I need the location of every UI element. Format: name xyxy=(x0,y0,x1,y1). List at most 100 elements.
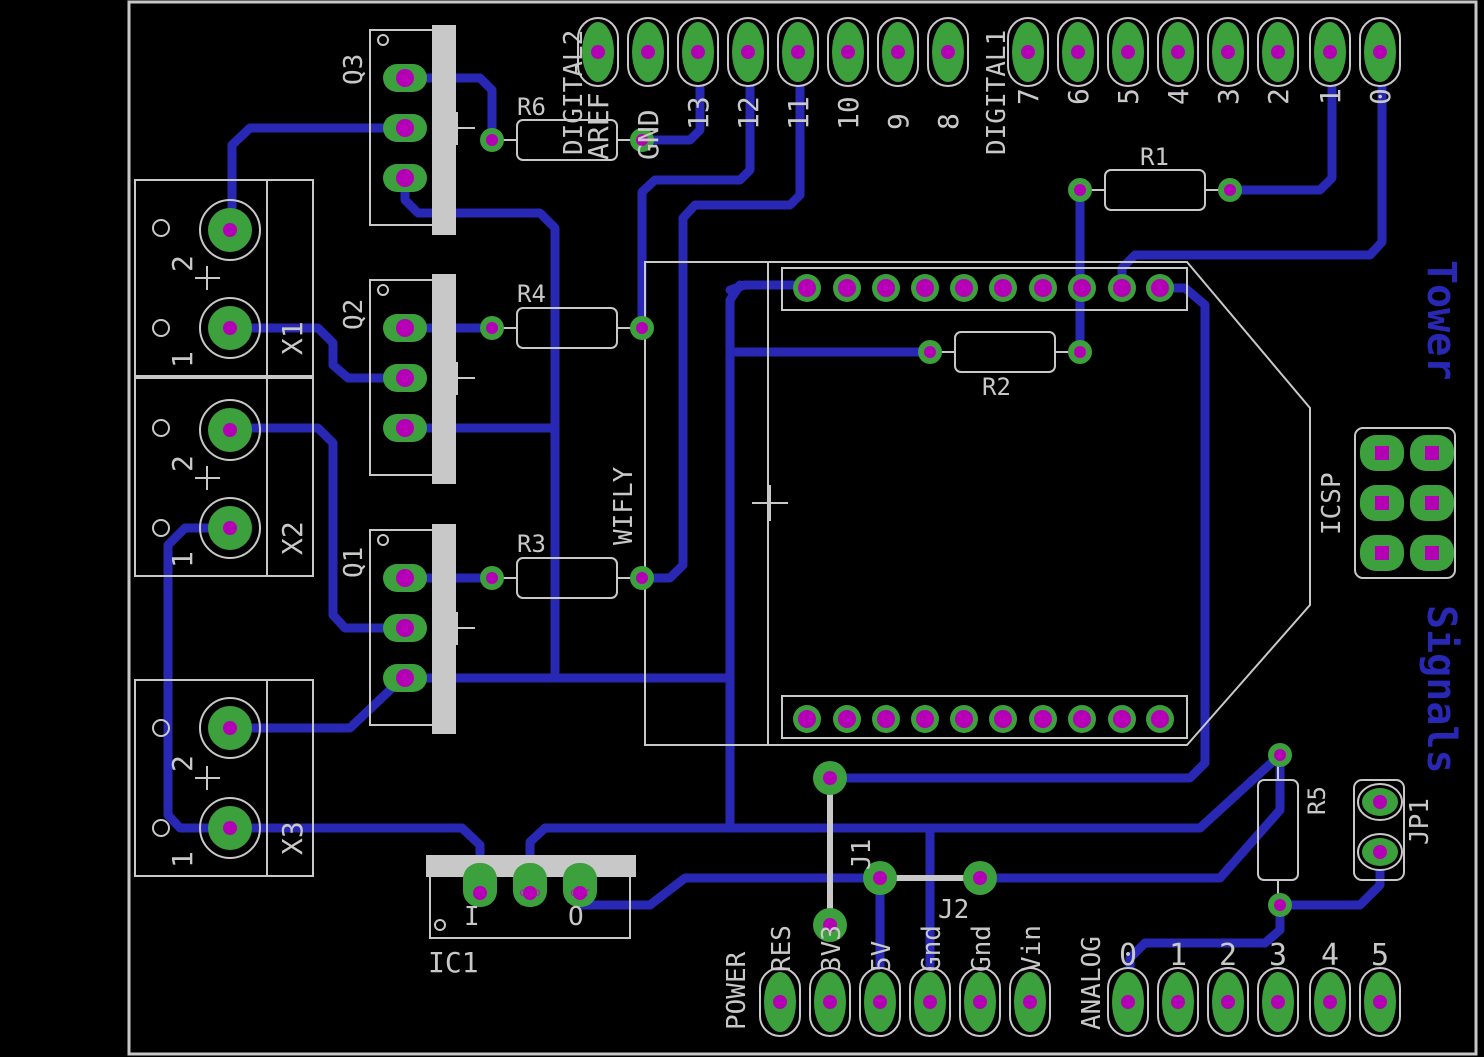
digital1-pin-label: 2 xyxy=(1262,88,1295,105)
transistor-pin-text: S xyxy=(402,175,408,185)
analog-label: ANALOG xyxy=(1077,936,1107,1030)
x2-label: X2 xyxy=(276,521,309,555)
transistor-pad: S xyxy=(383,164,427,192)
icsp-pad xyxy=(1410,535,1454,571)
wifly-bottom-pad: 12 xyxy=(833,705,861,733)
j1-label: J1 xyxy=(847,839,877,870)
wifly-top-pad: 6 xyxy=(950,274,978,302)
resistor-pad xyxy=(630,128,654,152)
digital1-pin xyxy=(1107,17,1149,87)
power-pin xyxy=(959,967,1001,1037)
digital2-pin-label: AREF xyxy=(582,93,615,160)
jumper-pad xyxy=(863,861,897,895)
transistor-pad: D xyxy=(383,364,427,392)
power-pin-label: Vin xyxy=(1017,925,1047,972)
power-label: POWER xyxy=(722,951,752,1030)
x2-pin1-label: 1 xyxy=(166,551,199,568)
transistor-pin-text: S xyxy=(402,425,408,435)
wifly-bottom-pad-text: 15 xyxy=(958,715,969,725)
wifly-bottom-pad: 18 xyxy=(1068,705,1096,733)
digital2-pin xyxy=(677,17,719,87)
wifly-top-pad: 4 xyxy=(1029,274,1057,302)
digital2-pin-label: 9 xyxy=(882,113,915,130)
analog-pin-label: 4 xyxy=(1321,938,1339,973)
analog-header xyxy=(1107,967,1401,1037)
resistor-pad xyxy=(480,128,504,152)
wifly-bottom-pad: 17 xyxy=(1029,705,1057,733)
digital2-pin xyxy=(927,17,969,87)
power-pin xyxy=(859,967,901,1037)
analog-pin-label: 5 xyxy=(1371,938,1389,973)
transistor-pin-text: D xyxy=(402,375,409,385)
transistor-pad: G xyxy=(383,314,427,342)
digital1-pin xyxy=(1057,17,1099,87)
transistor-pad: S xyxy=(383,664,427,692)
analog-pin xyxy=(1359,967,1401,1037)
wifly-top-pad: 2 xyxy=(1108,274,1136,302)
transistor-pin-text: D xyxy=(402,125,409,135)
r1-label: R1 xyxy=(1140,143,1169,171)
r6-label: R6 xyxy=(517,93,546,121)
icsp-pad xyxy=(1410,485,1454,521)
traces xyxy=(163,47,1387,1007)
wifly-bottom-pad: 13 xyxy=(872,705,900,733)
wifly-top-pad-text: 2 xyxy=(1119,284,1125,294)
digital1-pin xyxy=(1309,17,1351,87)
ic1-pad: GND xyxy=(513,863,547,907)
wifly-bottom-pad: 14 xyxy=(911,705,939,733)
ic1-pin-text: IN xyxy=(475,889,484,899)
brand-tower: Tower xyxy=(1418,260,1464,380)
wifly-top-pad: 1 xyxy=(1146,274,1174,302)
terminal-pad xyxy=(208,208,252,252)
transistor-pad: D xyxy=(383,614,427,642)
wifly-bottom-pad-text: 18 xyxy=(1076,715,1088,725)
ic1-pad: OUT xyxy=(563,863,597,907)
transistor-pad: S xyxy=(383,414,427,442)
transistor-pin-text: S xyxy=(402,675,408,685)
board-outline xyxy=(127,0,1478,1056)
terminal-pad xyxy=(208,806,252,850)
power-pin xyxy=(909,967,951,1037)
digital2-pin-label: 13 xyxy=(682,96,715,130)
x3-pin2-label: 2 xyxy=(166,755,199,772)
x1-pin1-label: 1 xyxy=(166,351,199,368)
x1-label: X1 xyxy=(276,321,309,355)
transistor-pin-text: D xyxy=(402,625,409,635)
q2-label: Q2 xyxy=(339,299,369,330)
wifly-bottom-pad-text: 17 xyxy=(1037,715,1048,725)
jumper-pad xyxy=(813,761,847,795)
resistor-pad xyxy=(480,566,504,590)
digital2-label: DIGITAL2 xyxy=(559,30,589,155)
digital1-pin xyxy=(1007,17,1049,87)
j2-label: J2 xyxy=(938,895,969,925)
wifly-top-pad-text: 3 xyxy=(1079,284,1085,294)
power-pin-label: 3V3 xyxy=(817,925,847,972)
wifly-top-pad: 10 xyxy=(793,274,821,302)
digital2-pin xyxy=(727,17,769,87)
brand-signals: Signals xyxy=(1418,605,1464,774)
wifly-top-pad: 3 xyxy=(1068,274,1096,302)
icsp-pad xyxy=(1410,435,1454,471)
r5-label: R5 xyxy=(1303,786,1331,815)
terminal-pad xyxy=(208,706,252,750)
resistor-pad xyxy=(630,566,654,590)
x3-label: X3 xyxy=(276,821,309,855)
analog-pin-label: 1 xyxy=(1169,938,1187,973)
digital2-pin-label: 12 xyxy=(732,96,765,130)
digital2-pin-label: 8 xyxy=(932,113,965,130)
wifly-bottom-pad-text: 13 xyxy=(880,715,891,725)
jp1-pad xyxy=(1357,833,1403,871)
icsp-label: ICSP xyxy=(1317,472,1347,535)
wifly-top-pad: 7 xyxy=(911,274,939,302)
digital1-pin-label: 0 xyxy=(1364,88,1397,105)
analog-pin xyxy=(1257,967,1299,1037)
wifly-top-pad-text: 4 xyxy=(1040,284,1046,294)
jumper-pad xyxy=(963,861,997,895)
resistor-pad xyxy=(630,316,654,340)
wifly-bottom-pad: 16 xyxy=(989,705,1017,733)
digital2-pin xyxy=(627,17,669,87)
